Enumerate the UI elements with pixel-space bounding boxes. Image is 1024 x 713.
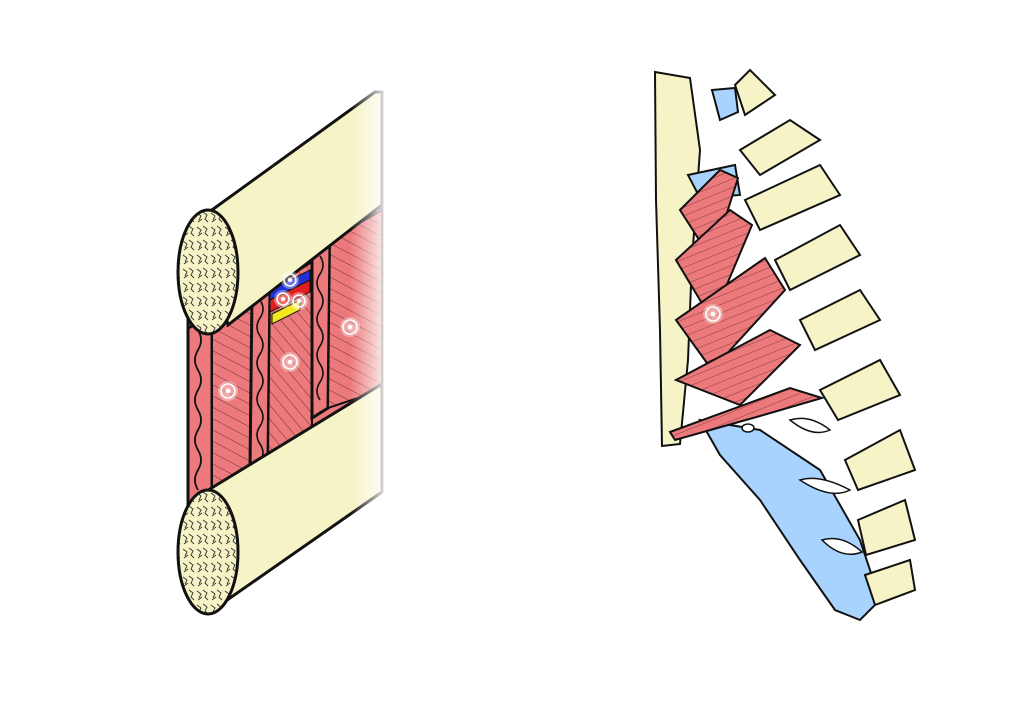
muscle-slip-4 [673,328,802,407]
hotspot-innermost-intercostal-muscle[interactable] [218,381,238,401]
thoracic-wall [653,68,917,622]
hotspot-transversus-thoracis-muscle[interactable] [703,304,723,324]
fascia-strip-1 [248,285,272,471]
rib-1 [733,68,777,117]
rib-4 [773,223,862,292]
muscle-slip-2 [674,208,754,323]
rib-9 [863,558,917,607]
muscle-slip-3 [674,256,787,372]
hotspot-internal-intercostal-muscle[interactable] [280,352,300,372]
ribs [733,68,917,607]
rib-8 [856,498,917,557]
rib-3 [743,163,842,232]
costal-cartilage [686,86,882,622]
hotspot-intercostal-artery[interactable] [274,290,292,308]
rib-7 [843,428,917,492]
muscle-slip-5 [668,386,826,442]
hotspot-intercostal-vein[interactable] [281,271,299,289]
lower-rib-cross-section [176,488,240,616]
intercostal-section [176,80,390,620]
rib-2 [738,118,822,177]
upper-rib-cross-section [176,208,240,336]
nerve-strip [271,299,301,325]
rib-5 [798,288,882,352]
hotspot-external-intercostal-muscle[interactable] [340,317,360,337]
hotspot-intercostal-nerve[interactable] [290,292,308,310]
rib-6 [818,358,902,422]
intercostal-gaps [741,417,864,555]
transversus-thoracis [668,168,826,442]
